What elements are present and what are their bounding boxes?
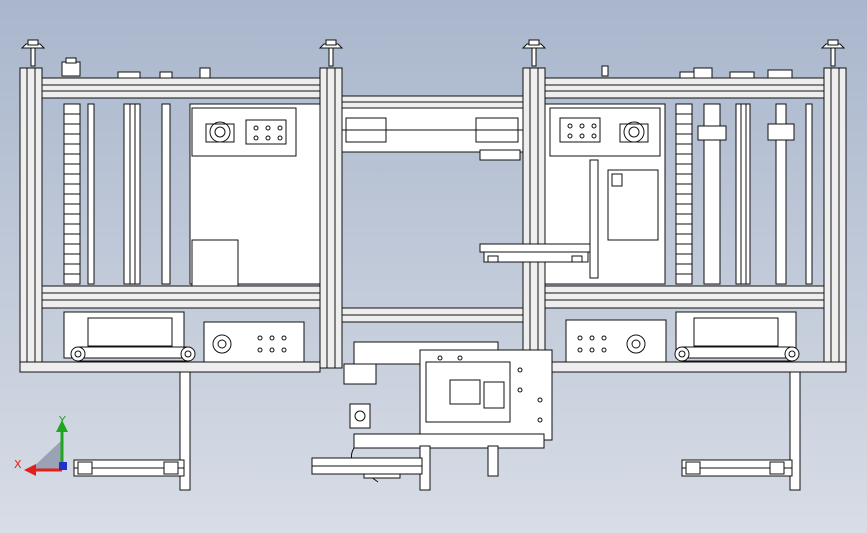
- leveling-foot: [820, 39, 846, 67]
- leveling-foot: [20, 39, 46, 67]
- mid-rail: [479, 243, 591, 263]
- triad-y-label: Y: [58, 414, 66, 427]
- triad-x-label: X: [14, 458, 22, 471]
- triad-z-axis: [59, 462, 67, 470]
- triad-y-arrowhead: [56, 420, 68, 432]
- bottom-right-module: [565, 311, 800, 363]
- support-legs: [73, 371, 801, 491]
- aluminum-profiles: [19, 67, 847, 369]
- bottom-left-module: [63, 311, 305, 363]
- orientation-triad: Y X: [14, 414, 68, 476]
- center-top-carriage: [341, 107, 524, 161]
- leveling-feet: [20, 39, 846, 67]
- leveling-foot: [521, 39, 547, 67]
- top-components: [61, 57, 793, 81]
- center-lower-module: [343, 341, 553, 491]
- leveling-foot: [318, 39, 344, 67]
- machine-drawing: [19, 39, 847, 491]
- top-beams: [19, 77, 847, 373]
- left-bay: [63, 103, 321, 287]
- triad-x-arrowhead: [24, 464, 36, 476]
- triad-base-shadow: [30, 440, 62, 470]
